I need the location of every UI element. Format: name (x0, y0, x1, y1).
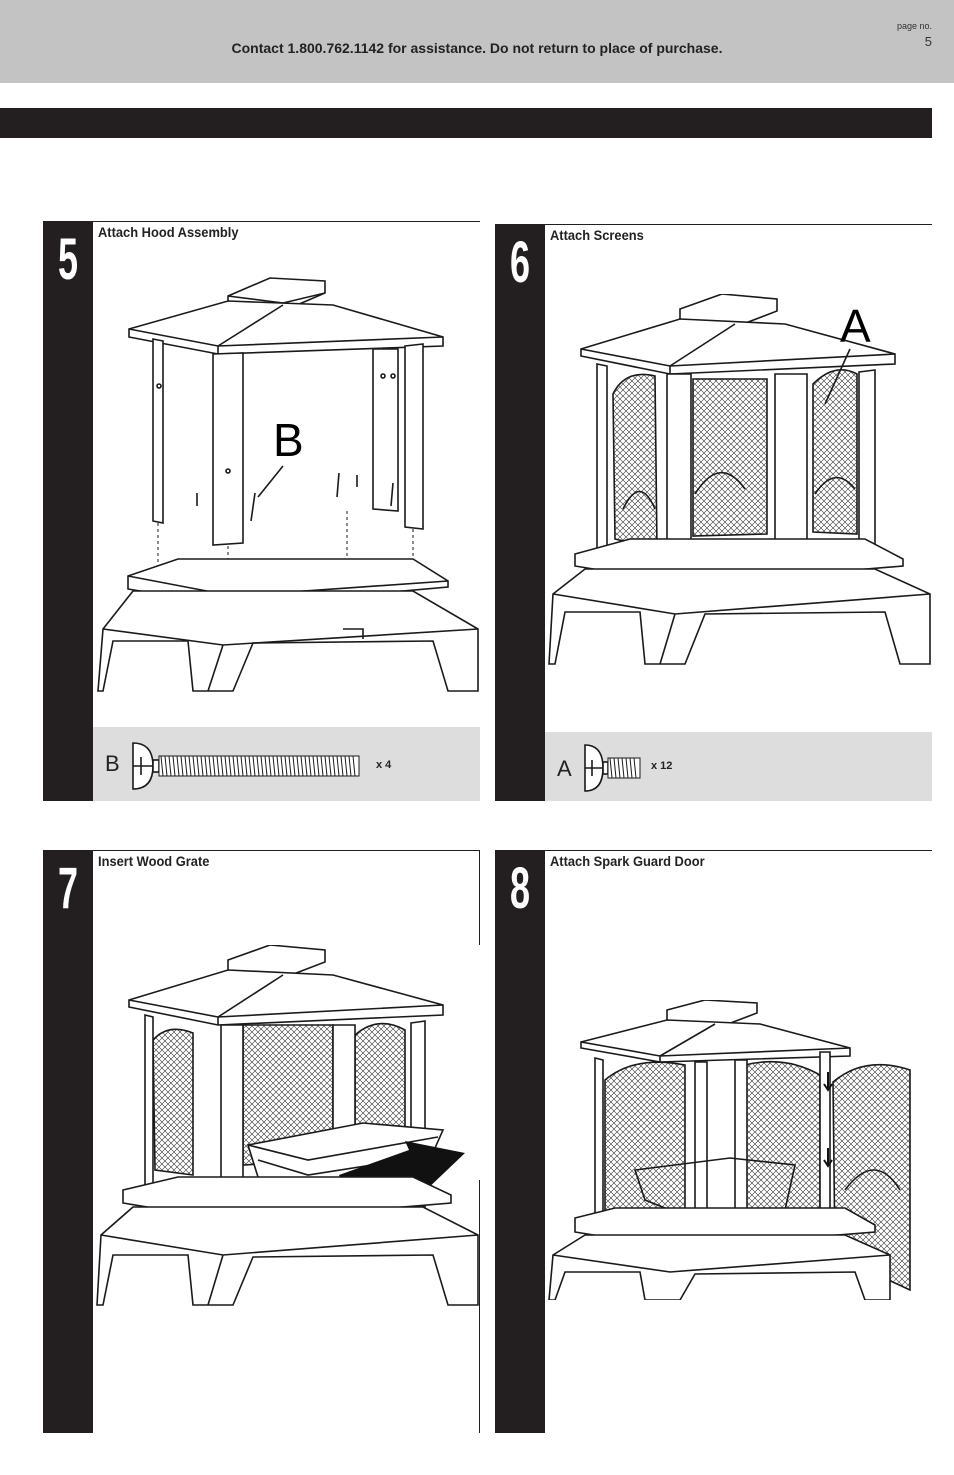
section-bar (0, 108, 932, 138)
step-8-number-column: 8 (495, 850, 545, 1433)
page-number: 5 (924, 34, 932, 49)
step-7-number-column: 7 (43, 850, 93, 1433)
step-5-number: 5 (57, 227, 78, 292)
step-5-panel: 5 Attach Hood Assembly B B (43, 221, 480, 801)
part-b-quantity: x 4 (376, 759, 392, 771)
step-6-number-column: 6 (495, 224, 545, 801)
step-6-title: Attach Screens (550, 227, 644, 243)
screens-illustration: A (548, 294, 931, 665)
step-6-parts-box: A x 12 (545, 732, 932, 801)
step-8-number: 8 (509, 856, 530, 921)
step-6-panel: 6 Attach Screens A A x 12 (495, 224, 932, 801)
step-7-title: Insert Wood Grate (98, 853, 210, 869)
part-a-quantity: x 12 (651, 760, 673, 772)
part-a-letter: A (557, 756, 572, 781)
screw-a-icon (584, 744, 641, 792)
part-b-letter: B (105, 751, 120, 776)
callout-b: B (273, 414, 304, 466)
step-5-number-column: 5 (43, 221, 93, 801)
step-5-title: Attach Hood Assembly (98, 224, 239, 240)
header-band: Contact 1.800.762.1142 for assistance. D… (0, 0, 954, 83)
step-7-panel: 7 Insert Wood Grate (43, 850, 480, 1433)
step-6-number: 6 (509, 230, 530, 295)
step-8-panel: 8 Attach Spark Guard Door (495, 850, 932, 1433)
callout-a: A (840, 300, 871, 352)
hood-assembly-illustration: B (97, 277, 479, 692)
step-7-number: 7 (57, 856, 78, 921)
bolt-b-icon (132, 742, 360, 790)
page-number-label: page no. (896, 21, 932, 31)
assistance-contact-text: Contact 1.800.762.1142 for assistance. D… (231, 40, 723, 56)
step-8-title: Attach Spark Guard Door (550, 853, 705, 869)
step-5-parts-box: B x 4 (93, 727, 480, 801)
spark-guard-door-illustration (548, 1000, 911, 1300)
wood-grate-illustration (96, 945, 479, 1306)
